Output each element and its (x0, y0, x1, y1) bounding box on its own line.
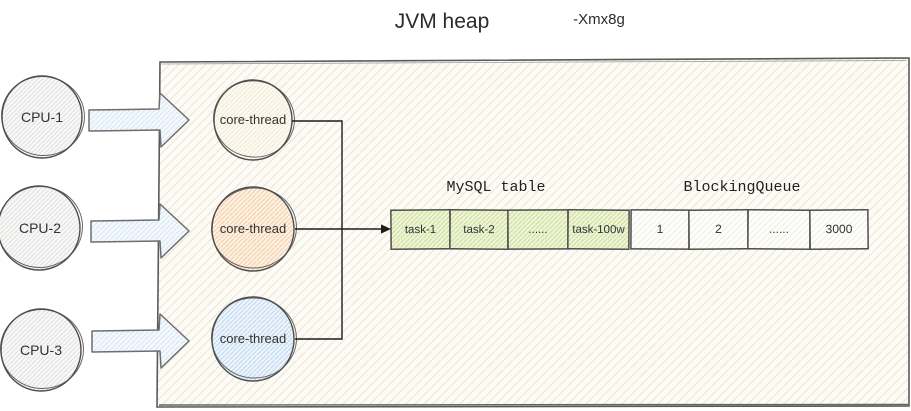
task-cell-label: ...... (528, 224, 547, 236)
cpu-2-node: CPU-2 (0, 185, 83, 271)
queue-cell-label: 1 (657, 222, 664, 236)
task-cell-last: task-100w (567, 208, 630, 251)
cpu-3-node: CPU-3 (0, 308, 84, 392)
task-cell-label: task-100w (572, 224, 625, 236)
flow-arrow-icon-3 (91, 313, 190, 369)
core-thread-1-node: core-thread (213, 79, 295, 161)
task-cell-label: task-2 (463, 224, 494, 236)
queue-cell-label: ...... (769, 222, 789, 236)
mysql-table-label: MySQL table (446, 179, 545, 196)
blocking-queue: BlockingQueue 1 2 ...... 3000 (630, 179, 869, 251)
task-cell-label: task-1 (405, 224, 436, 236)
queue-cell-label: 2 (715, 222, 722, 236)
cpu-label: CPU-1 (21, 109, 63, 125)
cpu-label: CPU-2 (19, 220, 61, 236)
blocking-queue-label: BlockingQueue (683, 179, 800, 196)
core-thread-2-node: core-thread (211, 186, 297, 272)
thread-circle-sketch (211, 187, 297, 269)
flow-arrow-icon-2 (90, 203, 190, 259)
core-thread-label: core-thread (220, 331, 286, 346)
thread-circle-sketch (213, 80, 295, 158)
queue-cell-dots: ...... (747, 209, 811, 250)
cpu-circle-sketch (0, 185, 83, 269)
task-cell-1: task-1 (390, 209, 451, 250)
box-sketch-line-bottom (158, 403, 909, 406)
flow-arrow-icon-1 (88, 92, 190, 148)
core-thread-3-node: core-thread (211, 296, 297, 382)
page-title: JVM heap (395, 10, 490, 33)
queue-cell-1: 1 (630, 209, 690, 250)
queue-cell-2: 2 (688, 209, 749, 250)
cpu-1-node: CPU-1 (1, 75, 85, 159)
cpu-circle-sketch (1, 75, 85, 157)
box-sketch-line (161, 60, 908, 65)
core-thread-label: core-thread (220, 112, 286, 127)
queue-cell-last: 3000 (809, 208, 869, 251)
queue-cell-label: 3000 (826, 222, 853, 236)
thread-circle-sketch (211, 297, 297, 379)
thread-connector-lines (292, 120, 391, 340)
cpu-label: CPU-3 (20, 342, 62, 358)
task-cell-dots: ...... (507, 209, 569, 250)
task-cell-2: task-2 (449, 209, 509, 250)
task-fetch-arrowhead-icon (381, 224, 391, 234)
heap-size-annotation: -Xmx8g (573, 11, 625, 28)
core-thread-label: core-thread (220, 221, 286, 236)
mysql-table: MySQL table task-1 task-2 ...... task-10… (390, 179, 630, 251)
cpu-circle-sketch (0, 308, 84, 390)
